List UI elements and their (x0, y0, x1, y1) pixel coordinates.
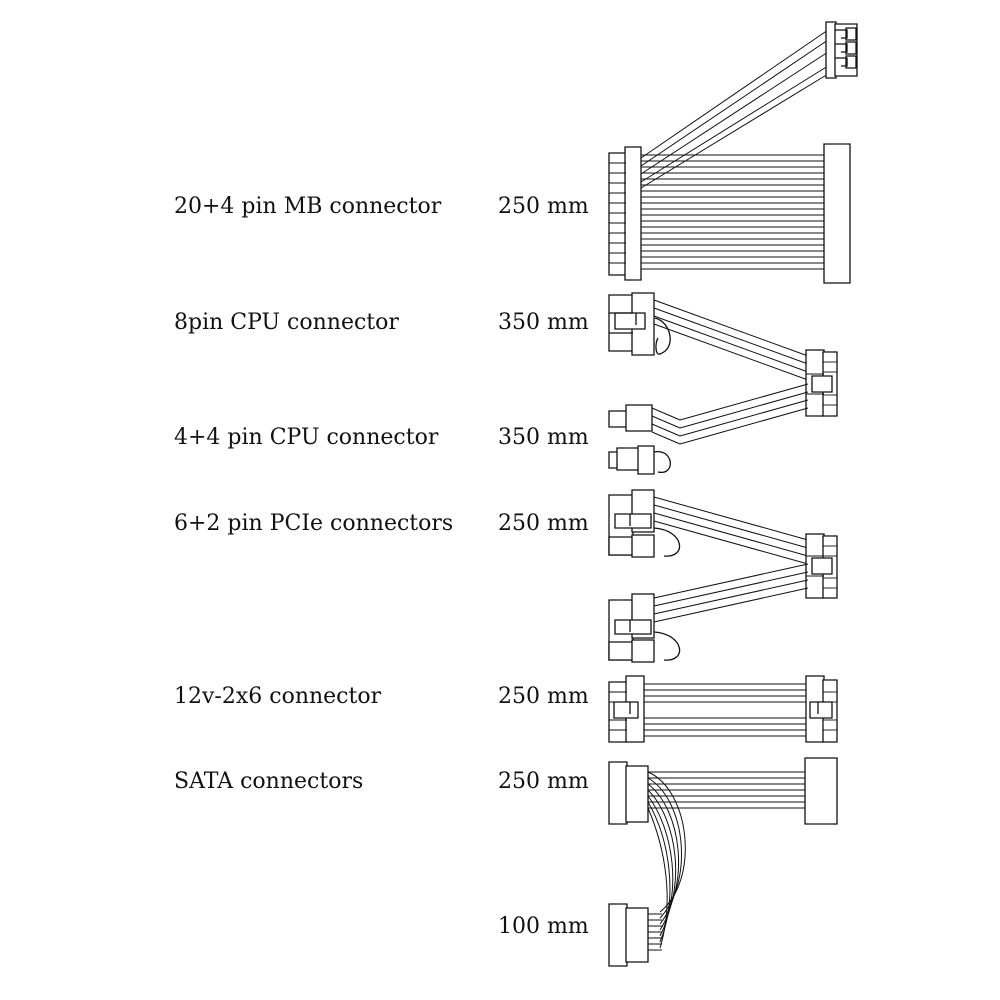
pcie-cable-illustration (609, 490, 837, 662)
length-mb-connector: 250 mm (498, 194, 589, 219)
label-4plus4-cpu-connector: 4+4 pin CPU connector (174, 425, 439, 450)
length-pcie-connectors: 250 mm (498, 511, 589, 536)
mb-cable-illustration (609, 22, 857, 283)
length-4plus4-cpu-connector: 350 mm (498, 425, 589, 450)
length-8pin-cpu-connector: 350 mm (498, 310, 589, 335)
label-mb-connector: 20+4 pin MB connector (174, 194, 442, 219)
sata-cable-illustration (609, 758, 837, 966)
length-12v-2x6-connector: 250 mm (498, 684, 589, 709)
length-sata-connectors: 250 mm (498, 769, 589, 794)
label-sata-connectors: SATA connectors (174, 769, 364, 794)
length-sata-extension: 100 mm (498, 914, 589, 939)
12v-2x6-cable-illustration (609, 676, 837, 742)
cpu-cable-illustration (609, 293, 837, 474)
label-12v-2x6-connector: 12v-2x6 connector (174, 684, 382, 709)
label-pcie-connectors: 6+2 pin PCIe connectors (174, 511, 454, 536)
label-8pin-cpu-connector: 8pin CPU connector (174, 310, 399, 335)
